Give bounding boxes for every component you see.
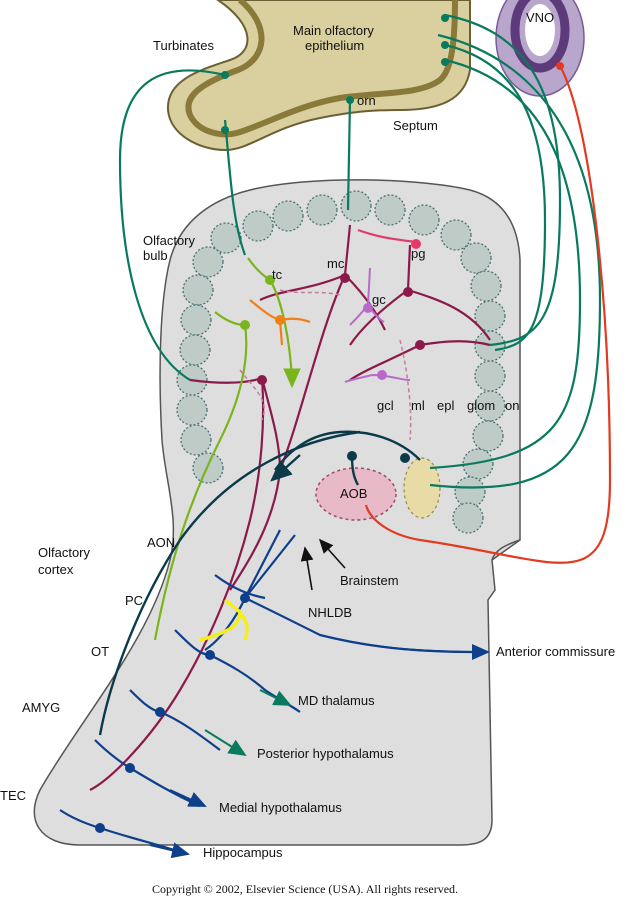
glomerulus xyxy=(272,200,304,232)
glomerulus xyxy=(179,334,211,366)
label-main-olfactory-1: Main olfactory xyxy=(293,23,374,38)
aob-glomerulus xyxy=(403,457,441,519)
glomerulus xyxy=(180,304,212,336)
label-ot: OT xyxy=(91,644,109,659)
glomerulus xyxy=(210,222,242,254)
label-olfactory-cortex-2: cortex xyxy=(38,562,74,577)
glomerulus xyxy=(474,360,506,392)
glomerulus xyxy=(460,242,492,274)
glomerulus xyxy=(180,424,212,456)
glomerulus xyxy=(440,219,472,251)
pg-cell-soma xyxy=(411,239,421,249)
label-amyg: AMYG xyxy=(22,700,60,715)
label-md-thalamus: MD thalamus xyxy=(298,693,375,708)
label-glom: glom xyxy=(467,398,495,413)
orn-somata xyxy=(221,14,449,134)
label-main-olfactory-2: epithelium xyxy=(305,38,364,53)
aob-region xyxy=(315,467,397,521)
md-thalamus-arrow xyxy=(259,689,292,706)
epithelium-inner-layer xyxy=(185,0,458,138)
label-gcl: gcl xyxy=(377,398,394,413)
glomerulus xyxy=(340,190,372,222)
glomerulus xyxy=(474,300,506,332)
medial-hypothalamus-arrow xyxy=(169,789,207,807)
vno-axon xyxy=(364,65,612,564)
glomerulus xyxy=(408,204,440,236)
vno-lumen xyxy=(525,4,555,56)
brainstem-arrow xyxy=(318,538,346,569)
glomeruli-layer xyxy=(176,190,506,534)
label-orn: orn xyxy=(357,93,376,108)
label-ml: ml xyxy=(411,398,425,413)
glomerulus xyxy=(374,194,406,226)
label-olfactory-cortex-1: Olfactory xyxy=(38,545,91,560)
mitral-somata xyxy=(257,273,425,385)
glomerulus xyxy=(472,420,504,452)
glomerulus xyxy=(452,502,484,534)
label-on: on xyxy=(505,398,519,413)
glomerulus xyxy=(454,476,486,508)
label-aon: AON xyxy=(147,535,175,550)
copyright-notice: Copyright © 2002, Elsevier Science (USA)… xyxy=(152,882,458,896)
label-turbinates: Turbinates xyxy=(153,38,214,53)
cortical-somata xyxy=(95,593,250,833)
label-tec: TEC xyxy=(0,788,26,803)
glomerulus xyxy=(182,274,214,306)
brain-notch xyxy=(491,539,521,561)
label-mc: mc xyxy=(327,256,345,271)
label-tc: tc xyxy=(272,267,283,282)
label-nhldb: NHLDB xyxy=(308,605,352,620)
glomerulus xyxy=(192,452,224,484)
glomerulus xyxy=(176,394,208,426)
aob-arrow xyxy=(270,454,301,482)
label-septum: Septum xyxy=(393,118,438,133)
label-gc: gc xyxy=(372,292,386,307)
label-pc: PC xyxy=(125,593,143,608)
vno-ring xyxy=(510,0,570,73)
brain-outline xyxy=(33,179,521,846)
hippocampus-arrow xyxy=(149,842,190,859)
posterior-hypothalamus-arrow xyxy=(204,729,247,757)
glomerulus xyxy=(242,210,274,242)
label-posterior-hypothalamus: Posterior hypothalamus xyxy=(257,746,394,761)
label-vno: VNO xyxy=(526,10,554,25)
label-anterior-commissure: Anterior commissure xyxy=(496,644,615,659)
dendritic-spines xyxy=(239,289,412,441)
anterior-commissure-arrow xyxy=(319,634,490,660)
label-brainstem: Brainstem xyxy=(340,573,399,588)
glomerulus xyxy=(474,330,506,362)
glomerulus xyxy=(462,448,494,480)
orn-axons xyxy=(118,13,602,489)
glomerulus xyxy=(470,270,502,302)
label-olfactory-bulb-2: bulb xyxy=(143,248,168,263)
label-epl: epl xyxy=(437,398,454,413)
label-aob: AOB xyxy=(340,486,367,501)
yellow-cell xyxy=(199,598,249,642)
glomerulus xyxy=(474,390,506,422)
label-pg: pg xyxy=(411,246,425,261)
label-hippocampus: Hippocampus xyxy=(203,845,283,860)
main-olfactory-epithelium xyxy=(166,0,471,152)
label-medial-hypothalamus: Medial hypothalamus xyxy=(219,800,342,815)
label-olfactory-bulb-1: Olfactory xyxy=(143,233,196,248)
glomerulus xyxy=(306,194,338,226)
nhldb-arrow xyxy=(300,546,314,591)
glomerulus xyxy=(192,246,224,278)
